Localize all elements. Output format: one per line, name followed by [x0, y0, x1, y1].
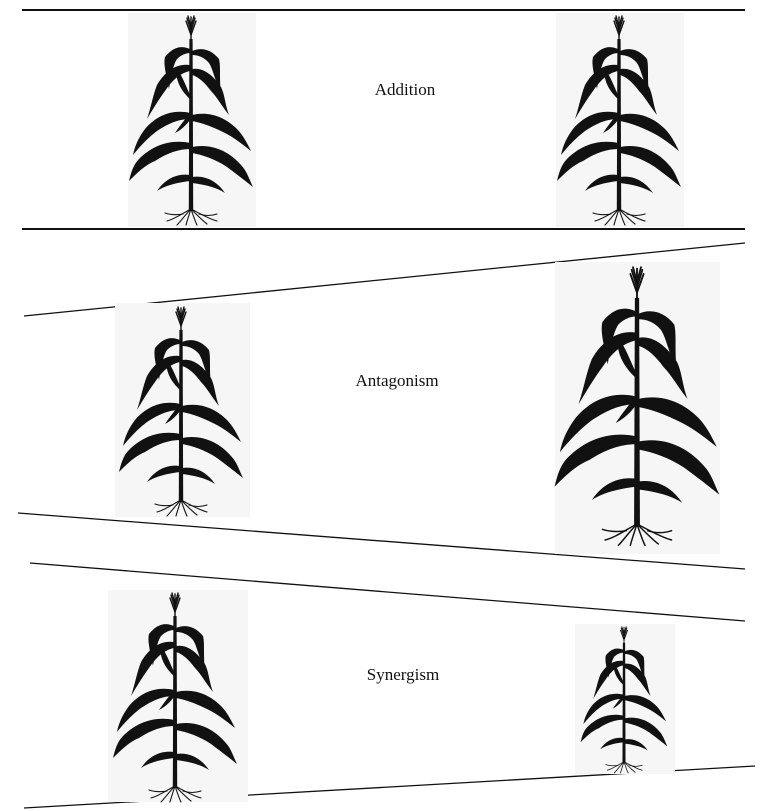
- panel-synergism: [24, 563, 755, 808]
- panel-addition: [22, 10, 745, 229]
- antagonism-label: Antagonism: [355, 371, 438, 391]
- panel-antagonism: [18, 243, 745, 569]
- synergism-label: Synergism: [367, 665, 439, 685]
- addition-label: Addition: [375, 80, 435, 100]
